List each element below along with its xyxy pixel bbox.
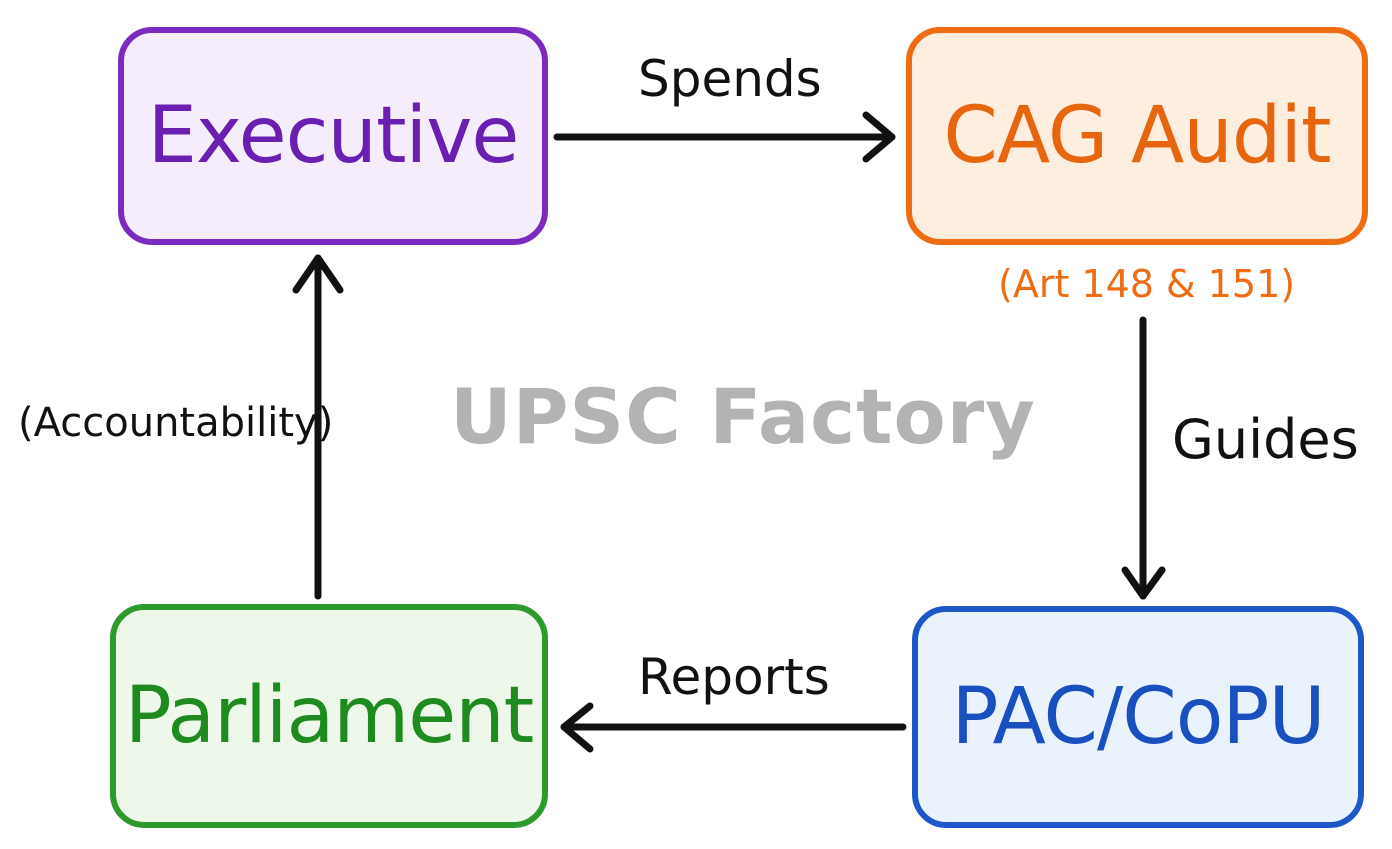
arrow-spends	[553, 111, 896, 163]
node-pac-copu: PAC/CoPU	[912, 606, 1364, 828]
arrow-accountability	[292, 254, 344, 600]
node-cag-audit: CAG Audit	[906, 27, 1368, 245]
edge-label-spends: Spends	[638, 50, 822, 108]
node-parliament: Parliament	[110, 604, 548, 828]
node-executive: Executive	[118, 27, 548, 245]
cag-articles-annotation: (Art 148 & 151)	[998, 262, 1296, 306]
arrow-guides	[1121, 316, 1166, 600]
edge-label-guides: Guides	[1172, 408, 1359, 471]
watermark: UPSC Factory	[450, 372, 1036, 461]
node-cag-audit-label: CAG Audit	[943, 91, 1331, 181]
node-parliament-label: Parliament	[124, 671, 535, 761]
arrow-reports	[560, 702, 907, 753]
node-pac-copu-label: PAC/CoPU	[951, 672, 1325, 762]
node-executive-label: Executive	[147, 91, 520, 181]
edge-label-reports: Reports	[638, 648, 830, 706]
edge-label-accountability: (Accountability)	[18, 400, 334, 446]
